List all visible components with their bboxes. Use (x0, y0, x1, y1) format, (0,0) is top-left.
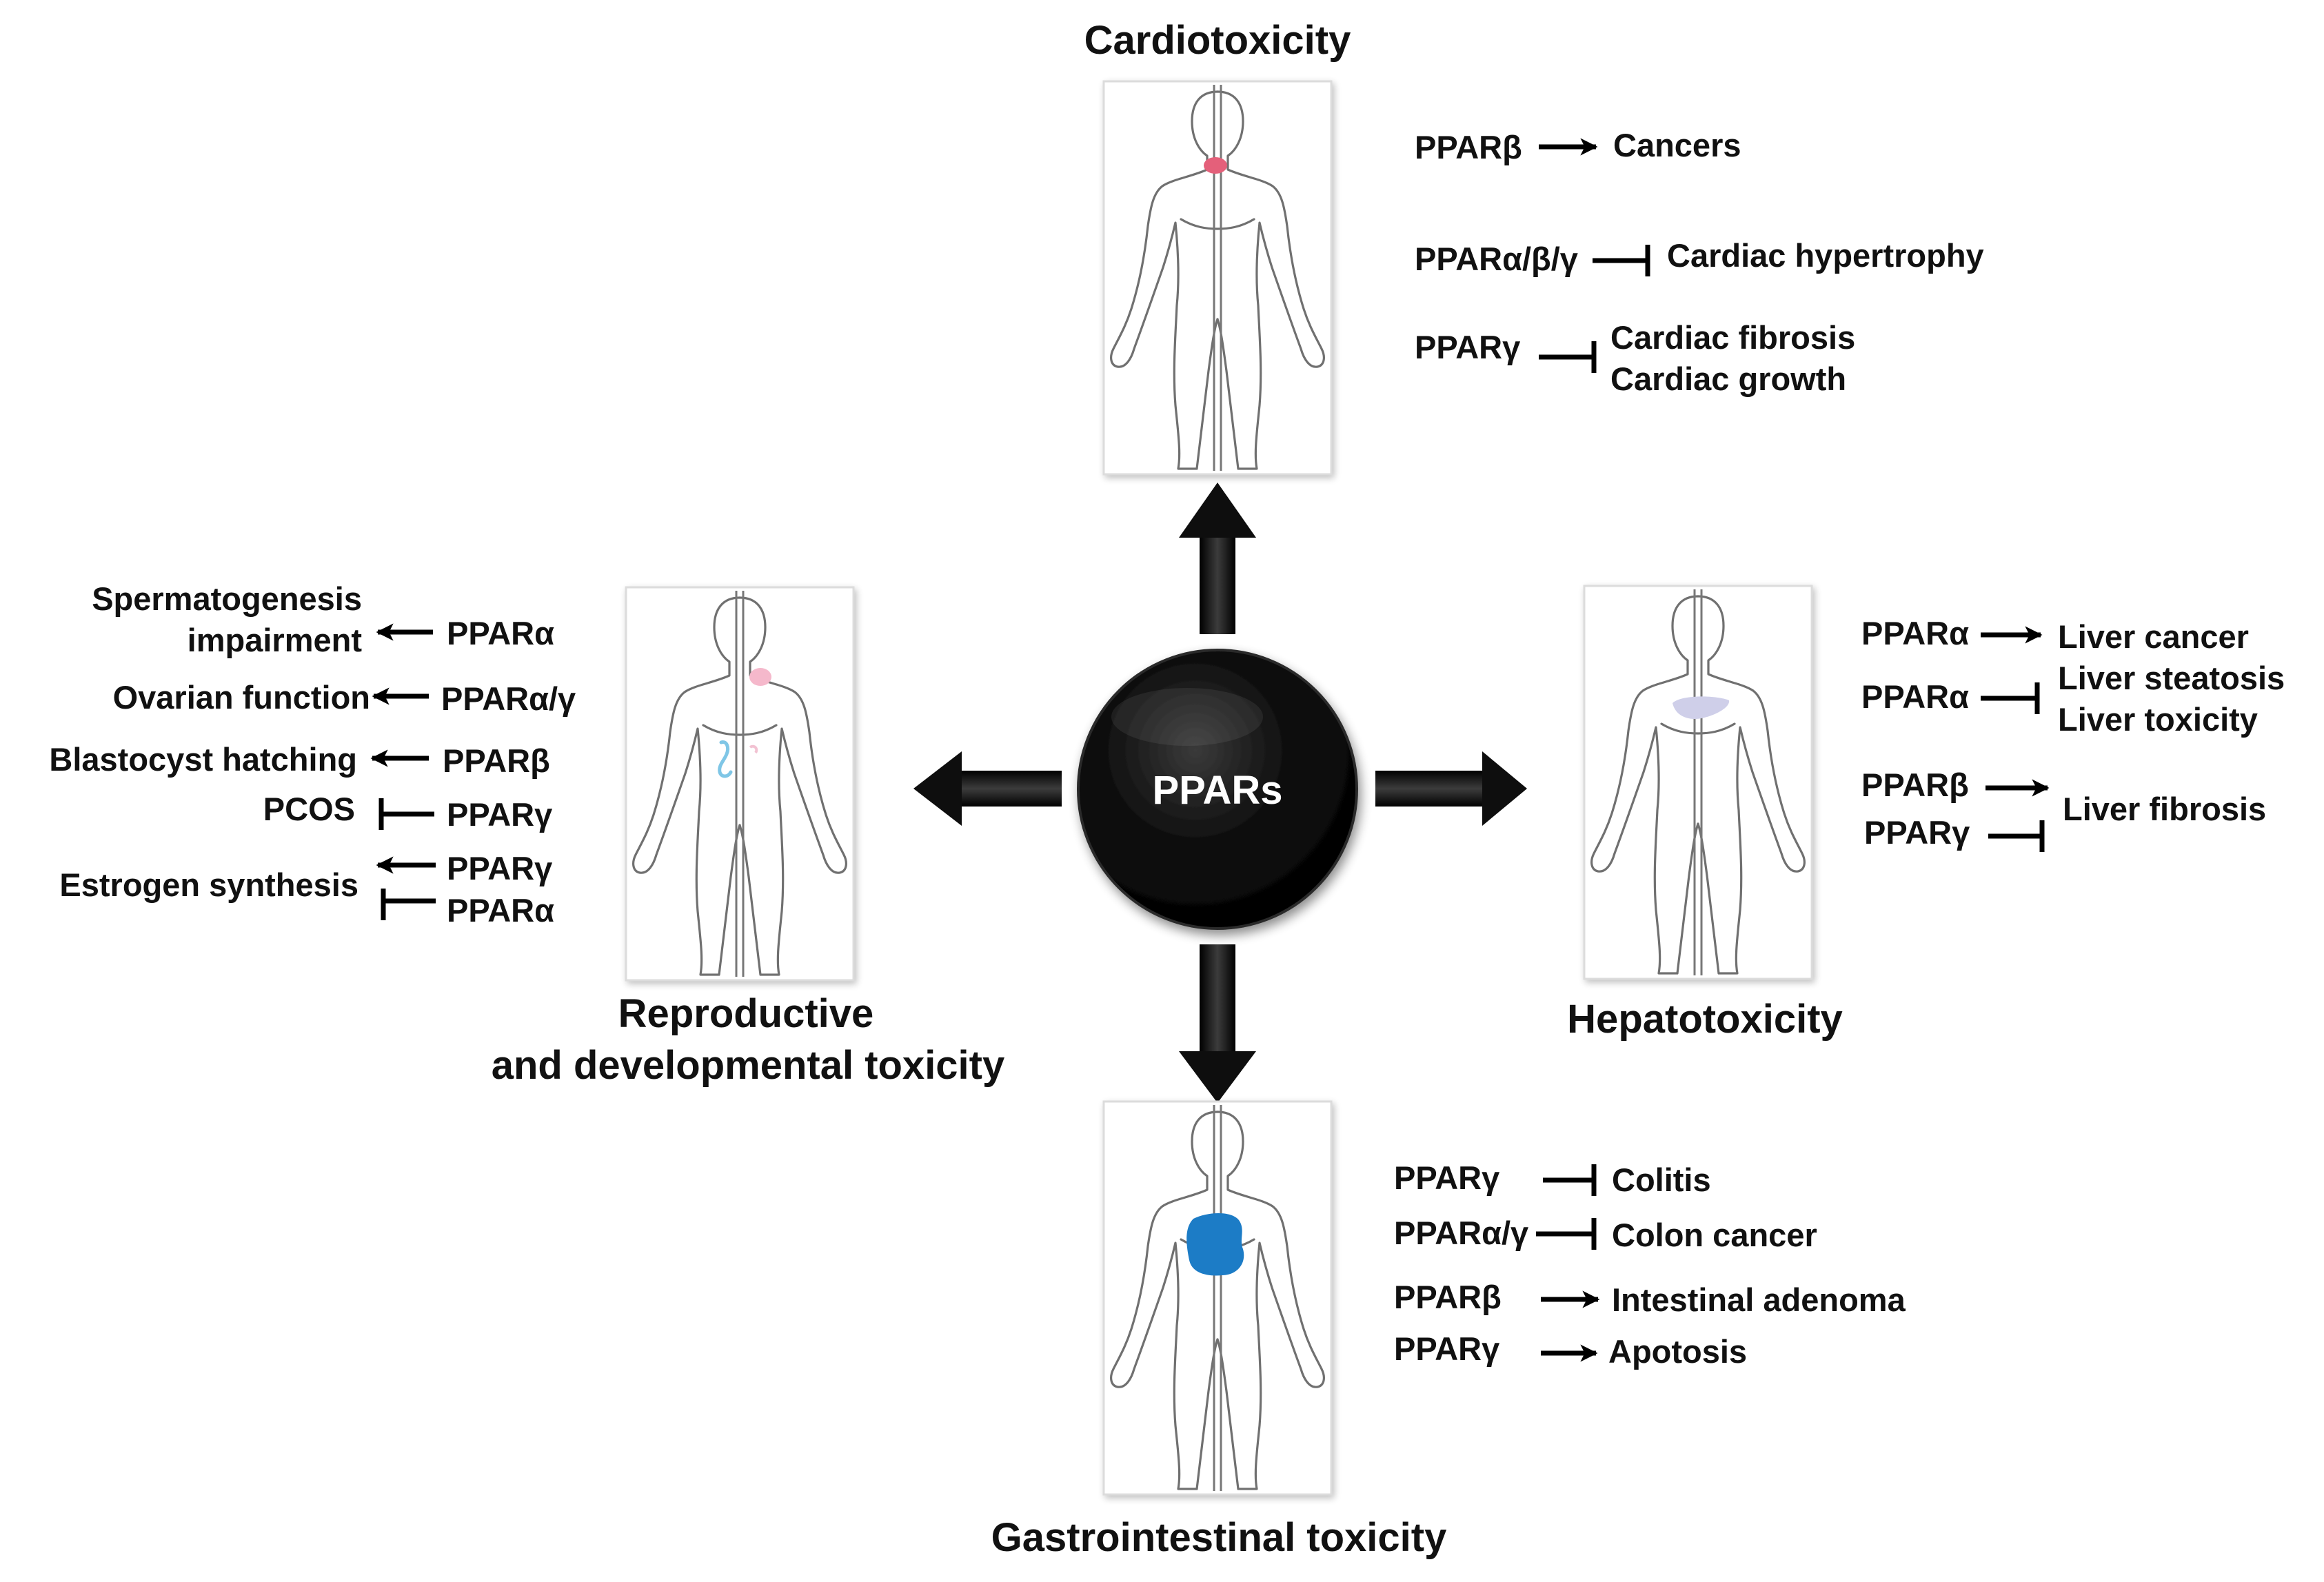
row-receptor: PPARβ (1394, 1279, 1502, 1315)
row-target: impairment (188, 622, 363, 658)
repro-row-1: Spermatogenesis impairment PPARα (92, 580, 554, 658)
row-receptor: PPARβ (443, 742, 550, 779)
repro-row-6: PPARα (381, 889, 554, 929)
row-target: Cancers (1613, 127, 1741, 163)
cardio-row-1: PPARβ Cancers (1415, 127, 1741, 165)
row-target: Intestinal adenoma (1612, 1281, 1906, 1318)
row-receptor: PPARγ (447, 850, 552, 886)
row-receptor: PPARγ (1864, 814, 1970, 851)
row-receptor: PPARγ (1394, 1159, 1499, 1196)
ppars-hub-circle (1077, 649, 1358, 930)
repro-row-4: PCOS PPARγ (263, 791, 552, 833)
row-receptor: PPARγ (447, 796, 552, 833)
reproductive-body-figure (625, 586, 855, 982)
arrow-down-head (1179, 1051, 1256, 1103)
arrow-right-shaft (1375, 771, 1486, 807)
arrow-up-shaft (1200, 534, 1235, 634)
row-receptor: PPARγ (1415, 329, 1520, 365)
row-target: Liver toxicity (2058, 701, 2258, 738)
liver-organ (1673, 696, 1730, 720)
cardio-row-3: PPARγ Cardiac fibrosis Cardiac growth (1415, 319, 1855, 397)
cardiotoxicity-body-figure (1102, 80, 1333, 476)
cardiotoxicity-title: Cardiotoxicity (1084, 18, 1351, 63)
cardiotoxicity-panel: Cardiotoxicity PPARβ Cancers PPARα/β/γ C… (1084, 18, 1984, 476)
row-receptor: PPARα (447, 615, 554, 651)
gi-row-3: PPARβ Intestinal adenoma (1394, 1279, 1906, 1318)
gi-row-1: PPARγ Colitis (1394, 1159, 1711, 1198)
row-receptor: PPARα (1861, 615, 1969, 651)
row-receptor: PPARα/γ (441, 680, 576, 717)
arrow-up-head (1179, 483, 1256, 538)
reproductive-title-line2: and developmental toxicity (492, 1043, 1005, 1088)
repro-row-3: Blastocyst hatching PPARβ (49, 741, 549, 779)
hepato-row-3: PPARβ Liver fibrosis (1861, 767, 2266, 827)
row-target: Spermatogenesis (92, 580, 362, 617)
hub-label: PPARs (1152, 768, 1282, 813)
gastrointestinal-body-figure (1102, 1100, 1333, 1496)
row-target: Colitis (1612, 1162, 1711, 1198)
row-target: Blastocyst hatching (49, 741, 357, 778)
reproductive-panel: Reproductive and developmental toxicity … (49, 580, 1004, 1088)
hepato-row-4: PPARγ (1864, 814, 2045, 852)
row-target: Liver fibrosis (2063, 791, 2266, 827)
row-receptor: PPARβ (1415, 129, 1522, 165)
row-target: Apotosis (1608, 1333, 1747, 1370)
row-target: Liver steatosis (2058, 660, 2285, 696)
reproductive-organ-alt (749, 744, 758, 754)
row-target: Ovarian function (113, 679, 370, 716)
repro-row-5: Estrogen synthesis PPARγ (59, 850, 552, 903)
gastrointestinal-panel: Gastrointestinal toxicity PPARγ Colitis … (991, 1100, 1906, 1560)
row-target: Liver cancer (2058, 618, 2249, 655)
row-target: PCOS (263, 791, 355, 827)
hub-highlight (1111, 688, 1263, 746)
hepatotoxicity-panel: Hepatotoxicity PPARα Liver cancer PPARα … (1567, 585, 2285, 1042)
row-receptor: PPARα/γ (1394, 1215, 1528, 1251)
gi-row-4: PPARγ Apotosis (1394, 1330, 1747, 1370)
arrow-left-head (913, 751, 962, 826)
hepato-row-1: PPARα Liver cancer (1861, 615, 2249, 655)
arrow-down-shaft (1200, 944, 1235, 1055)
hepatotoxicity-title: Hepatotoxicity (1567, 997, 1843, 1042)
row-target: Colon cancer (1612, 1217, 1817, 1253)
heart-organ (1204, 157, 1227, 174)
row-target: Cardiac growth (1610, 361, 1846, 397)
reproductive-title-line1: Reproductive (618, 991, 874, 1036)
repro-row-2: Ovarian function PPARα/γ (113, 679, 576, 717)
breast-organ (749, 668, 771, 686)
row-receptor: PPARγ (1394, 1330, 1499, 1367)
cardio-row-2: PPARα/β/γ Cardiac hypertrophy (1415, 237, 1984, 277)
row-target: Cardiac hypertrophy (1667, 237, 1984, 274)
hepatotoxicity-body-figure (1583, 585, 1813, 980)
gi-row-2: PPARα/γ Colon cancer (1394, 1215, 1817, 1253)
row-receptor: PPARβ (1861, 767, 1969, 803)
row-receptor: PPARα/β/γ (1415, 241, 1578, 277)
arrow-right-head (1482, 751, 1527, 826)
row-receptor: PPARα (447, 892, 554, 929)
row-receptor: PPARα (1861, 678, 1969, 715)
row-target: Cardiac fibrosis (1610, 319, 1855, 356)
row-target: Estrogen synthesis (59, 866, 358, 903)
reproductive-organ (718, 740, 733, 778)
center-hub: PPARs (913, 483, 1527, 1103)
gastrointestinal-title: Gastrointestinal toxicity (991, 1515, 1447, 1560)
hepato-row-2: PPARα Liver steatosis Liver toxicity (1861, 660, 2285, 738)
intestine-organ (1186, 1213, 1244, 1276)
arrow-left-shaft (958, 771, 1062, 807)
